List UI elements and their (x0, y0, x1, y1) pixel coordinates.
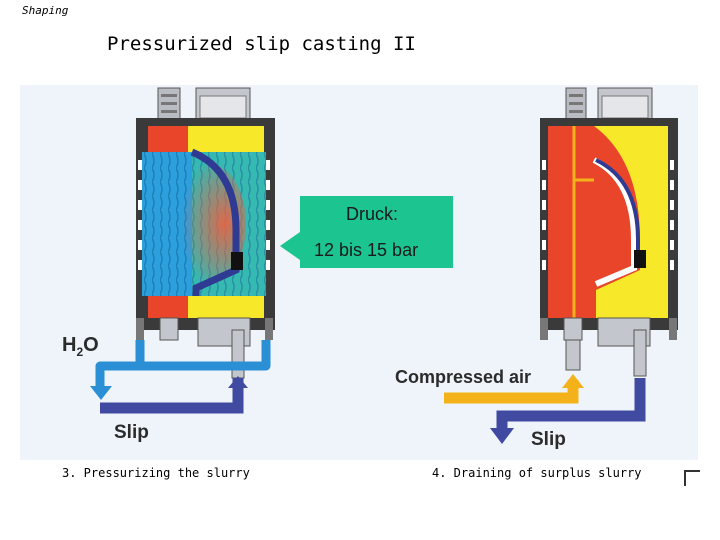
water-label: H2O (62, 334, 99, 359)
callout-pointer (280, 232, 300, 260)
left-mould (136, 87, 275, 379)
corner-mark (684, 470, 700, 486)
right-caption: 4. Draining of surplus slurry (432, 466, 642, 480)
compressed-air-label: Compressed air (395, 367, 532, 387)
callout-line-2: 12 bis 15 bar (314, 240, 419, 260)
left-slip-pipe (100, 376, 248, 414)
left-caption: 3. Pressurizing the slurry (62, 466, 250, 480)
section-header: Shaping (22, 4, 69, 17)
right-slip-pipe (490, 378, 646, 444)
callout-line-1: Druck: (346, 204, 399, 224)
right-air-pipe (444, 374, 584, 404)
left-slip-label: Slip (114, 422, 149, 443)
right-slip-label: Slip (531, 429, 566, 450)
pressure-callout: Druck: 12 bis 15 bar (300, 196, 453, 268)
right-mould (540, 87, 678, 377)
left-water-pipes (90, 340, 271, 400)
slide-title: Pressurized slip casting II (107, 33, 416, 55)
